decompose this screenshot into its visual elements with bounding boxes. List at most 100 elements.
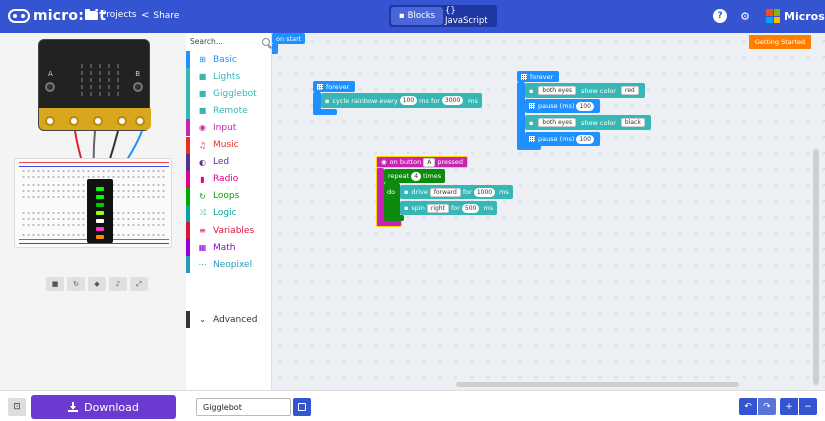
cycle-rainbow-block[interactable]: ▪ cycle rainbow every 100 ms for 3000 ms xyxy=(321,93,482,108)
drive-direction-dropdown[interactable]: forward xyxy=(429,187,461,197)
zoom-out-button[interactable]: − xyxy=(799,398,817,415)
category-basic[interactable]: ⊞Basic xyxy=(186,51,272,68)
save-button[interactable] xyxy=(293,398,311,416)
blocks-tab-label: Blocks xyxy=(407,11,436,21)
category-loops[interactable]: ↻ Loops xyxy=(186,187,272,205)
spin-block[interactable]: ▪ spin right for 500 ms xyxy=(400,201,498,215)
rainbow-duration-field[interactable]: 3000 xyxy=(441,96,464,105)
category-label: Variables xyxy=(213,225,255,236)
category-input[interactable]: ◉Input xyxy=(186,119,272,137)
repeat-block[interactable]: repeat 4 times xyxy=(384,169,446,183)
microsoft-logo[interactable]: Microsoft xyxy=(766,9,825,23)
pause-field-1[interactable]: 100 xyxy=(576,101,594,111)
vertical-scrollbar[interactable] xyxy=(813,149,819,385)
forever-block-1[interactable]: forever xyxy=(313,81,355,92)
eyes-dropdown-2[interactable]: both eyes xyxy=(538,118,577,127)
category-variables[interactable]: ≡Variables xyxy=(186,222,272,239)
button-b[interactable] xyxy=(133,82,143,92)
project-name-input[interactable] xyxy=(196,398,291,416)
repeat-do-area: do xyxy=(384,183,400,219)
pin-3v[interactable] xyxy=(117,116,127,126)
pause-field-2[interactable]: 100 xyxy=(576,134,594,144)
category-input-icon: ◉ xyxy=(199,123,206,133)
led-matrix xyxy=(81,64,123,96)
category-lights[interactable]: ■Lights xyxy=(186,68,272,86)
slowmo-icon[interactable]: ◆ xyxy=(88,277,106,291)
category-neopixel[interactable]: ⋯Neopixel xyxy=(186,256,272,274)
rainbow-interval-field[interactable]: 100 xyxy=(399,96,418,105)
puzzle-icon: ▪ xyxy=(398,11,405,21)
on-start-block[interactable]: on start xyxy=(272,33,306,44)
forever-label-1: forever xyxy=(326,82,350,91)
redo-button[interactable]: ↷ xyxy=(758,398,776,415)
simulator-panel: A B xyxy=(0,33,186,390)
microbit-logo-icon xyxy=(8,9,30,23)
show-color-block-1[interactable]: ▪ both eyes show color red xyxy=(525,83,645,98)
chevron-down-icon: ⌄ xyxy=(199,315,206,324)
save-icon xyxy=(298,403,306,411)
category-math-icon: ▦ xyxy=(198,243,207,253)
blocks-tab[interactable]: ▪ Blocks xyxy=(391,7,443,25)
category-math[interactable]: ▦Math xyxy=(186,239,272,257)
spin-direction-dropdown[interactable]: right xyxy=(426,203,449,213)
restart-icon[interactable]: ↻ xyxy=(67,277,85,291)
category-label: Loops xyxy=(213,191,240,202)
drive-duration-field[interactable]: 1000 xyxy=(473,187,496,197)
undo-button[interactable]: ↶ xyxy=(739,398,757,415)
category-gigglebot[interactable]: ■Gigglebot xyxy=(186,85,272,103)
button-dropdown[interactable]: A xyxy=(423,157,436,167)
pause-block-1[interactable]: pause (ms) 100 xyxy=(525,99,600,113)
microbit-board[interactable]: A B xyxy=(38,39,151,131)
category-advanced[interactable]: ⌄ Advanced xyxy=(186,311,272,328)
category-remote[interactable]: ■ Remote xyxy=(186,102,272,120)
pin-2[interactable] xyxy=(93,116,103,126)
blocks-workspace[interactable]: Getting Started on start forever ▪ cycle… xyxy=(272,33,825,390)
category-remote-icon: ■ xyxy=(198,106,207,116)
input-icon: ◉ xyxy=(381,158,387,166)
show-color-block-2[interactable]: ▪ both eyes show color black xyxy=(525,115,651,130)
mute-icon[interactable]: ♪ xyxy=(109,277,127,291)
category-music-icon: ♫ xyxy=(198,140,207,150)
breadboard xyxy=(14,158,172,248)
javascript-tab[interactable]: {} JavaScript xyxy=(445,5,497,27)
forever-block-2[interactable]: forever xyxy=(517,71,559,82)
search-icon[interactable] xyxy=(262,37,270,46)
gigglebot-icon: ▪ xyxy=(404,188,409,196)
toolbox-search[interactable]: Search... xyxy=(190,35,270,48)
projects-button[interactable]: Projects xyxy=(85,8,136,20)
button-a[interactable] xyxy=(45,82,55,92)
repeat-count-field[interactable]: 4 xyxy=(411,171,422,181)
horizontal-scrollbar[interactable] xyxy=(456,382,739,387)
pin-0[interactable] xyxy=(45,116,55,126)
collapse-simulator-button[interactable]: ⊡ xyxy=(8,398,26,416)
pause-block-2[interactable]: pause (ms) 100 xyxy=(525,132,600,146)
fullscreen-icon[interactable]: ⤢ xyxy=(130,277,148,291)
zoom-out-icon: − xyxy=(804,401,812,412)
drive-block[interactable]: ▪ drive forward for 1000 ms xyxy=(400,185,513,199)
share-button[interactable]: < Share xyxy=(141,10,179,21)
getting-started-button[interactable]: Getting Started xyxy=(749,35,811,49)
pin-gnd[interactable] xyxy=(135,116,145,126)
spin-duration-field[interactable]: 500 xyxy=(461,203,480,213)
on-button-pressed-block[interactable]: ◉ on button A pressed xyxy=(376,156,468,168)
color-dropdown-2[interactable]: black xyxy=(620,118,645,127)
category-radio[interactable]: ▮Radio xyxy=(186,170,272,188)
color-dropdown-1[interactable]: red xyxy=(620,86,639,95)
search-input[interactable]: Search... xyxy=(190,37,223,46)
category-music[interactable]: ♫Music xyxy=(186,136,272,154)
category-logic[interactable]: ⤨Logic xyxy=(186,204,272,222)
category-led[interactable]: ◐Led xyxy=(186,153,272,171)
pin-1[interactable] xyxy=(69,116,79,126)
button-a-label: A xyxy=(48,70,53,78)
eyes-dropdown-1[interactable]: both eyes xyxy=(538,86,577,95)
stop-icon[interactable]: ■ xyxy=(46,277,64,291)
zoom-in-button[interactable]: + xyxy=(780,398,798,415)
help-icon[interactable]: ? xyxy=(713,9,727,23)
category-loops-icon: ↻ xyxy=(199,191,206,201)
category-lights-icon: ■ xyxy=(198,72,207,82)
gear-icon[interactable]: ⚙ xyxy=(740,9,750,23)
category-label: Remote xyxy=(213,105,248,116)
grid-icon xyxy=(529,103,535,109)
download-button[interactable]: Download xyxy=(31,395,176,419)
category-radio-icon: ▮ xyxy=(200,174,205,184)
